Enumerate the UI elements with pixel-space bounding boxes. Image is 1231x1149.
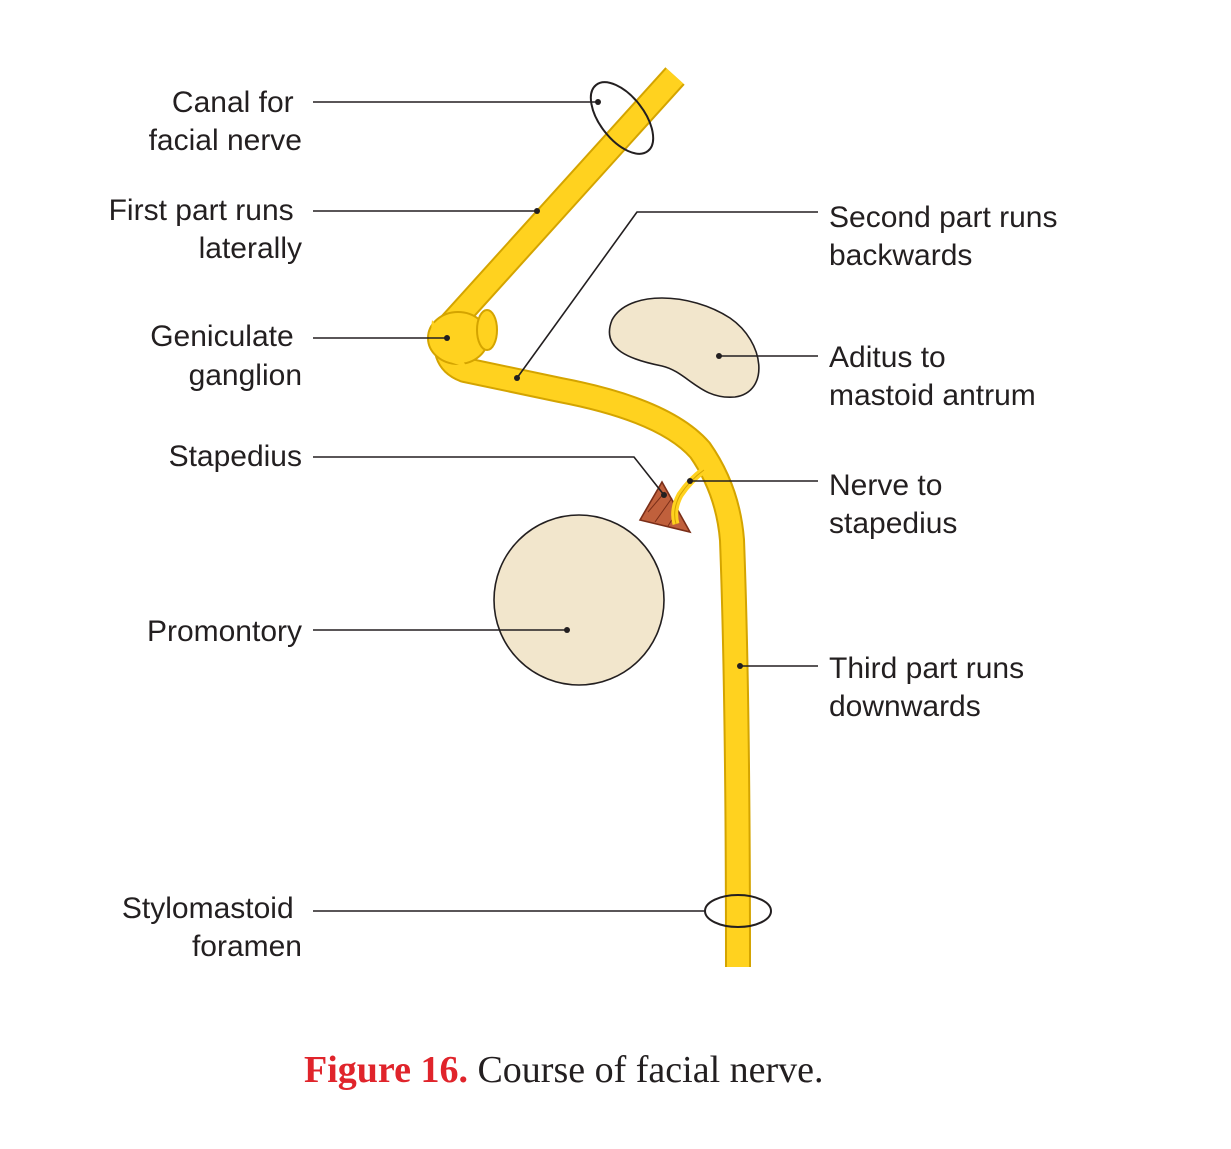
leader-lines <box>313 99 818 912</box>
promontory-shape <box>493 514 665 686</box>
label-second-part: Second part runs backwards <box>829 201 1066 272</box>
aditus-shape <box>608 297 760 398</box>
label-stapedius: Stapedius <box>169 440 302 473</box>
caption-figure-number: Figure 16. <box>304 1049 468 1091</box>
caption-text: Course of facial nerve. <box>468 1049 824 1091</box>
label-canal: Canal for facial nerve <box>149 86 302 157</box>
label-geniculate: Geniculate ganglion <box>150 320 302 392</box>
label-aditus: Aditus to mastoid antrum <box>829 341 1036 412</box>
label-nerve-to-stapedius: Nerve to stapedius <box>829 469 957 540</box>
label-third-part: Third part runs downwards <box>829 652 1032 723</box>
label-first-part: First part runs laterally <box>109 194 302 265</box>
facial-nerve <box>427 67 751 968</box>
label-promontory: Promontory <box>147 615 302 648</box>
canal-ring <box>589 81 655 155</box>
figure-caption: Figure 16. Course of facial nerve. <box>304 1049 824 1091</box>
label-stylomastoid: Stylomastoid foramen <box>122 892 302 963</box>
